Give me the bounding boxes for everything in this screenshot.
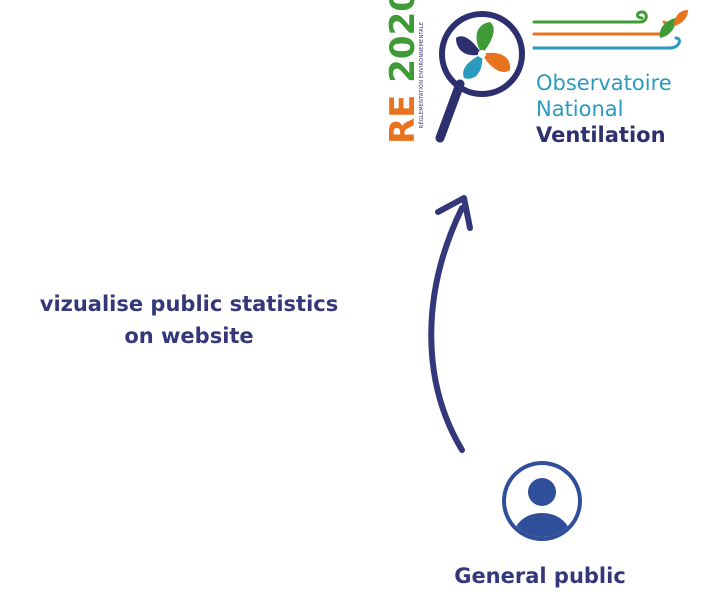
- edge-label-line-1: vizualise public statistics: [39, 292, 339, 316]
- observatoire-wordmark: Observatoire National Ventilation: [536, 70, 672, 148]
- flow-arrowhead: [435, 195, 473, 231]
- actor-label: General public: [454, 564, 626, 588]
- wordmark-line-1: Observatoire: [536, 71, 672, 95]
- user-circle-icon: [502, 461, 582, 541]
- observatoire-logo: RE 2020 RÉGLEMENTATION ENVIRONNEMENTALE …: [383, 0, 696, 152]
- wordmark-line-3: Ventilation: [536, 123, 666, 147]
- wordmark-line-2: National: [536, 97, 624, 121]
- magnifier-fan-icon: [435, 11, 525, 143]
- edge-label-line-2: on website: [124, 324, 254, 348]
- flow-arrow: [428, 205, 465, 453]
- edge-label: vizualise public statistics on website: [0, 288, 378, 352]
- airflow-lines-icon: [532, 10, 688, 50]
